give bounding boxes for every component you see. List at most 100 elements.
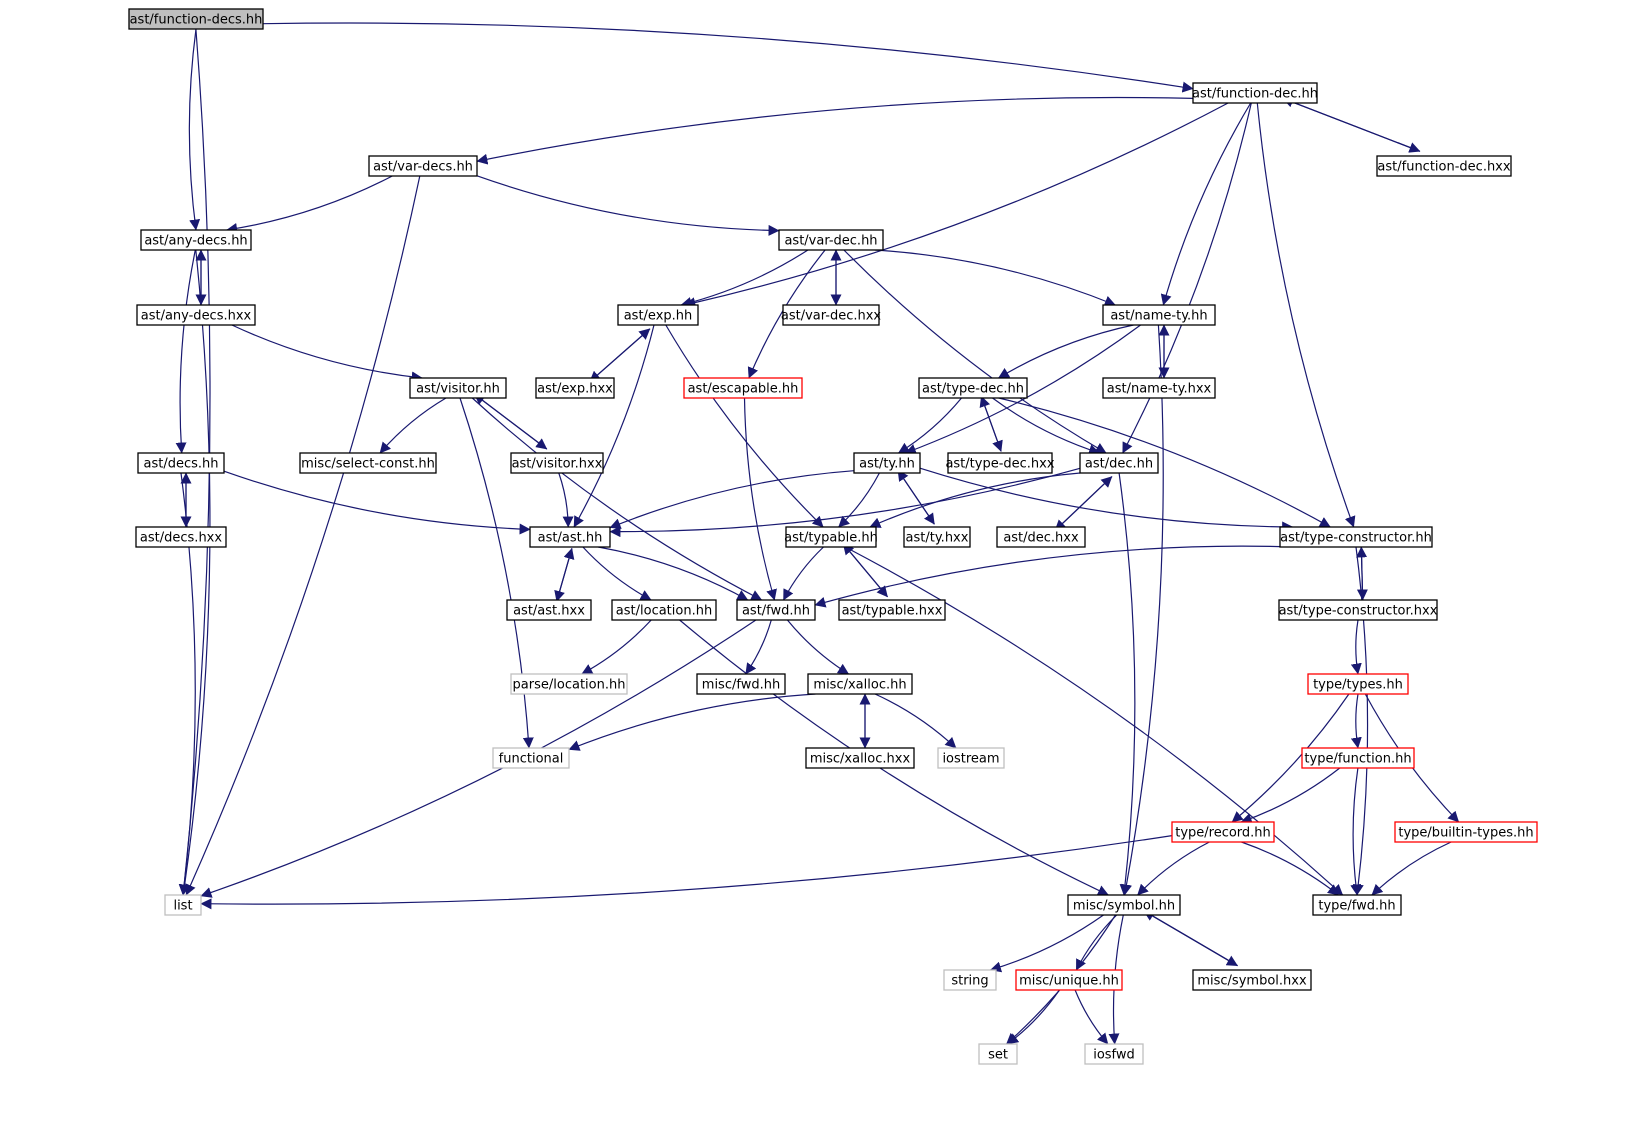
edge-ast-to-location — [582, 546, 652, 601]
node-any-decs[interactable]: ast/any-decs.hh — [140, 229, 252, 251]
edge-ast-to-fwd — [598, 546, 749, 601]
node-label: ast/visitor.hh — [416, 382, 500, 397]
node-label: set — [988, 1048, 1008, 1063]
node-box — [136, 304, 256, 326]
edge-type-dec-to-type-constructor — [998, 397, 1331, 528]
node-box — [853, 452, 921, 474]
node-type-fwd[interactable]: type/fwd.hh — [1312, 894, 1402, 916]
node-type-function[interactable]: type/function.hh — [1301, 747, 1415, 769]
node-iosfwd[interactable]: iosfwd — [1084, 1043, 1144, 1065]
node-dec-hxx[interactable]: ast/dec.hxx — [996, 526, 1086, 548]
edge-function-dec-to-var-decs — [476, 96, 1194, 165]
node-exp[interactable]: ast/exp.hh — [617, 304, 699, 326]
node-functional[interactable]: functional — [492, 747, 570, 769]
node-ast-hxx[interactable]: ast/ast.hxx — [506, 599, 592, 621]
node-visitor-hxx[interactable]: ast/visitor.hxx — [510, 452, 604, 474]
node-parse-location[interactable]: parse/location.hh — [510, 673, 628, 695]
edge-any-decs-hxx-to-visitor — [231, 324, 423, 383]
node-label: ast/exp.hh — [624, 309, 693, 324]
node-xalloc-hxx[interactable]: misc/xalloc.hxx — [805, 747, 915, 769]
node-label: ast/any-decs.hxx — [141, 309, 252, 324]
node-location[interactable]: ast/location.hh — [611, 599, 717, 621]
edge-dec-to-ast — [609, 467, 1081, 538]
node-label: ast/dec.hxx — [1003, 531, 1079, 546]
node-escapable[interactable]: ast/escapable.hh — [683, 377, 803, 399]
node-label: ast/type-constructor.hxx — [1279, 604, 1438, 619]
node-var-dec[interactable]: ast/var-dec.hh — [778, 229, 884, 251]
edge-ast-hxx-to-ast — [556, 547, 575, 602]
node-label: ast/function-dec.hh — [1192, 87, 1318, 102]
node-decs-hxx[interactable]: ast/decs.hxx — [135, 526, 227, 548]
node-label: misc/fwd.hh — [702, 678, 780, 693]
node-label: ast/name-ty.hxx — [1107, 382, 1212, 397]
node-label: ast/typable.hxx — [842, 604, 943, 619]
node-box — [1312, 894, 1402, 916]
node-box — [1307, 673, 1409, 695]
node-function-dec[interactable]: ast/function-dec.hh — [1192, 82, 1318, 104]
node-string[interactable]: string — [943, 969, 997, 991]
node-label: ast/escapable.hh — [688, 382, 799, 397]
edge-function-dec-to-dec — [1122, 102, 1252, 454]
node-var-decs[interactable]: ast/var-decs.hh — [368, 155, 478, 177]
node-decs[interactable]: ast/decs.hh — [137, 452, 225, 474]
node-typable-hxx[interactable]: ast/typable.hxx — [838, 599, 946, 621]
node-box — [1192, 969, 1312, 991]
node-var-dec-hxx[interactable]: ast/var-dec.hxx — [781, 304, 882, 326]
edge-type-constructor-hxx-to-types — [1350, 619, 1362, 675]
node-symbol-hxx[interactable]: misc/symbol.hxx — [1192, 969, 1312, 991]
edge-ty-hxx-to-ty — [897, 469, 935, 525]
node-set[interactable]: set — [978, 1043, 1018, 1065]
node-typable[interactable]: ast/typable.hh — [784, 526, 878, 548]
edge-type-dec-to-dec — [992, 397, 1101, 456]
node-function-dec-hxx[interactable]: ast/function-dec.hxx — [1376, 155, 1512, 177]
edge-name-ty-to-type-dec — [998, 324, 1134, 379]
node-name-ty[interactable]: ast/name-ty.hh — [1102, 304, 1216, 326]
node-list[interactable]: list — [164, 894, 202, 916]
node-select-const[interactable]: misc/select-const.hh — [299, 452, 437, 474]
node-box — [135, 526, 227, 548]
node-box — [1301, 747, 1415, 769]
node-symbol[interactable]: misc/symbol.hh — [1067, 894, 1181, 916]
node-exp-hxx[interactable]: ast/exp.hxx — [535, 377, 615, 399]
node-fwd[interactable]: ast/fwd.hh — [736, 599, 816, 621]
edge-function-dec-to-name-ty — [1160, 102, 1252, 306]
node-box — [903, 526, 971, 548]
edge-type-constructor-to-type-fwd — [1352, 546, 1369, 896]
node-ast[interactable]: ast/ast.hh — [529, 526, 611, 548]
edge-xalloc-to-iostream — [874, 693, 957, 749]
node-misc-fwd[interactable]: misc/fwd.hh — [696, 673, 786, 695]
node-iostream[interactable]: iostream — [937, 747, 1005, 769]
edge-record-to-type-fwd — [1241, 841, 1340, 896]
edge-unique-to-iosfwd — [1074, 989, 1109, 1045]
node-dec[interactable]: ast/dec.hh — [1079, 452, 1159, 474]
edge-type-constructor-to-fwd — [814, 545, 1281, 608]
node-box — [617, 304, 699, 326]
edge-var-dec-to-name-ty — [874, 249, 1116, 307]
node-label: ast/function-dec.hxx — [1377, 160, 1510, 175]
node-type-constructor[interactable]: ast/type-constructor.hh — [1279, 526, 1433, 548]
node-record[interactable]: type/record.hh — [1171, 821, 1275, 843]
node-box — [1079, 452, 1159, 474]
node-label: ast/exp.hxx — [537, 382, 613, 397]
node-name-ty-hxx[interactable]: ast/name-ty.hxx — [1102, 377, 1216, 399]
node-any-decs-hxx[interactable]: ast/any-decs.hxx — [136, 304, 256, 326]
node-function-decs[interactable]: ast/function-decs.hh — [128, 8, 264, 30]
node-label: ast/fwd.hh — [742, 604, 810, 619]
node-ty[interactable]: ast/ty.hh — [853, 452, 921, 474]
node-xalloc[interactable]: misc/xalloc.hh — [807, 673, 913, 695]
node-unique[interactable]: misc/unique.hh — [1015, 969, 1123, 991]
node-type-dec-hxx[interactable]: ast/type-dec.hxx — [945, 452, 1055, 474]
node-type-constructor-hxx[interactable]: ast/type-constructor.hxx — [1278, 599, 1438, 621]
node-box — [778, 229, 884, 251]
node-visitor[interactable]: ast/visitor.hh — [409, 377, 507, 399]
node-label: iosfwd — [1093, 1048, 1135, 1063]
node-type-dec[interactable]: ast/type-dec.hh — [918, 377, 1028, 399]
node-builtin-types[interactable]: type/builtin-types.hh — [1394, 821, 1538, 843]
node-types[interactable]: type/types.hh — [1307, 673, 1409, 695]
node-box — [805, 747, 915, 769]
node-ty-hxx[interactable]: ast/ty.hxx — [903, 526, 971, 548]
node-label: misc/select-const.hh — [301, 457, 435, 472]
edge-dec-to-symbol — [1118, 472, 1136, 896]
edge-function-decs-to-function-dec — [262, 22, 1194, 93]
